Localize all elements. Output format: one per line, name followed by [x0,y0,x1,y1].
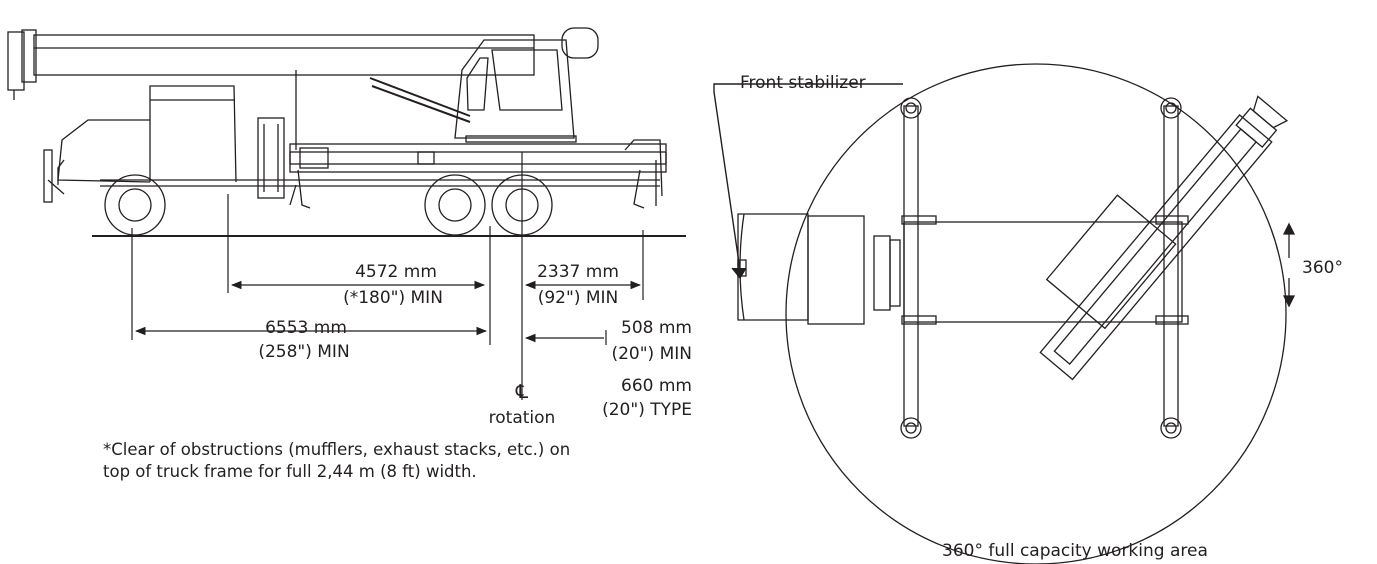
dim-wheelbase-value: 6553 mm [265,318,347,338]
centerline-symbol: ℄ [515,381,529,403]
centerline-label: rotation [488,408,556,428]
rotation-360-label: 360° [1302,258,1343,278]
front-stabilizer-label: Front stabilizer [740,73,866,93]
operator-cab [454,39,577,143]
dim-typical-value: 660 mm [621,376,692,396]
side-stabilizers [257,117,663,209]
working-area-circle [785,63,1287,564]
side-view-truck [7,27,686,237]
footnote-line-2: top of truck frame for full 2,44 m (8 ft… [103,462,477,481]
dim-front-axle-value: 4572 mm [355,262,437,282]
truck-chassis [903,221,1183,323]
dim-rear-overhang-spec: (92") MIN [537,288,619,308]
stabilizer-beams [900,97,1189,439]
truck-cab [43,85,237,203]
stabilizer-leader [713,83,903,273]
truck-frame [100,143,667,187]
lift-cylinder [295,70,471,150]
wheels [104,174,553,236]
dim-typical-spec: (20") TYPE [602,400,692,420]
top-superstructure [1039,95,1289,381]
working-area-caption: 360° full capacity working area [942,541,1208,561]
dim-wheelbase-spec: (258") MIN [258,342,350,362]
footnote-line-1: *Clear of obstructions (mufflers, exhaus… [103,440,571,459]
dim-rear-overhang-value: 2337 mm [537,262,619,282]
top-view [713,63,1296,564]
dimension-lines [131,152,644,400]
dim-front-axle-spec: (*180") MIN [343,288,443,308]
dim-axle-offset-value: 508 mm [621,318,692,338]
dim-axle-offset-spec: (20") MIN [611,344,692,364]
crane-boom [7,27,599,100]
truck-front [737,213,809,321]
